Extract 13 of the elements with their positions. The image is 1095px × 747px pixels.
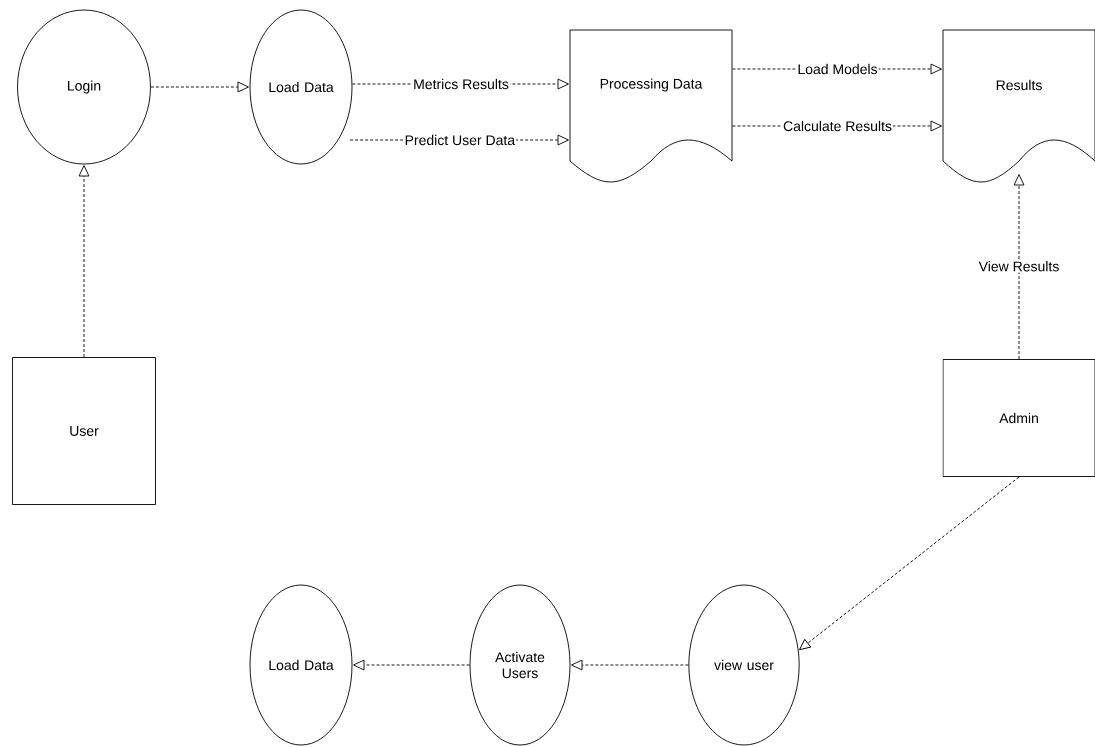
entity-box: User	[12, 357, 156, 505]
edge-label: View Results	[978, 261, 1059, 272]
edge-label: Load Models	[798, 63, 878, 75]
arrow	[1013, 174, 1025, 360]
arrow	[78, 165, 90, 358]
entity-box: Admin	[942, 359, 1095, 477]
edge-label: Metrics Results	[414, 78, 509, 90]
edge-label: Predict User Data	[405, 134, 516, 146]
arrow	[571, 659, 689, 671]
arrow	[150, 81, 249, 93]
edge-label: Calculate Results	[783, 120, 892, 132]
arrow	[353, 659, 470, 671]
arrow	[799, 476, 1020, 651]
